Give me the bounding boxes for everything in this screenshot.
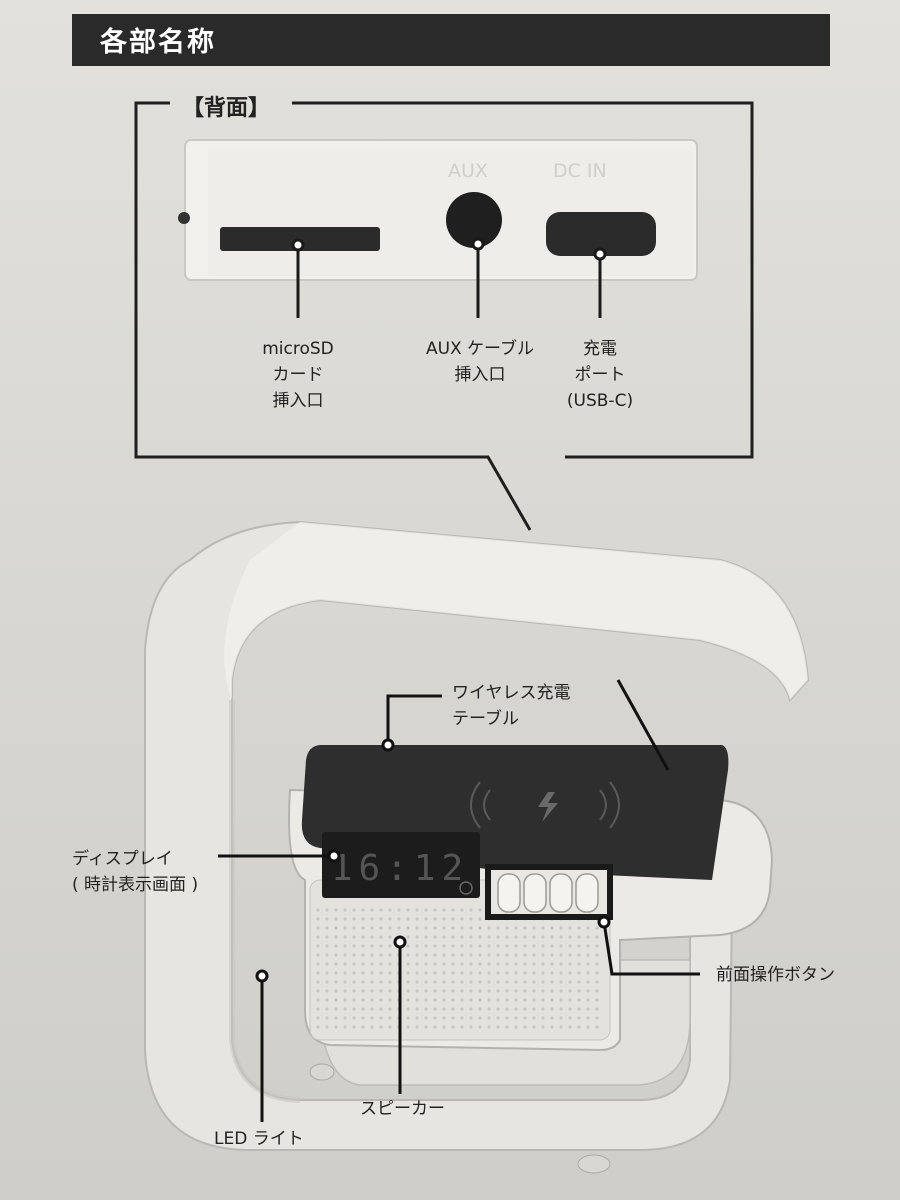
dcin-marking: DC IN [553,160,607,182]
usb-c-port [546,212,656,256]
aux-marking: AUX [448,160,488,182]
speaker-label: スピーカー [360,1099,445,1119]
device-illustration: 16:12 [144,520,810,1174]
display-label: ディスプレイ ( 時計表示画面 ) [72,849,199,895]
page-title: 各部名称 [100,27,216,58]
rear-callout-frame [134,101,754,531]
clock-digits: 16:12 [331,848,469,889]
front-buttons-label: 前面操作ボタン [716,965,835,985]
rear-panel [178,139,698,281]
wireless-charging-label: ワイヤレス充電 テーブル [452,683,571,729]
charge-port-label: 充電 ポート (USB-C) [566,339,634,411]
microsd-label: microSD カード 挿入口 [262,339,334,411]
header-bar [72,14,830,66]
foot-left [309,1063,335,1081]
rear-leader-lines [291,237,607,318]
foot-right [577,1154,611,1174]
rear-section-label: 【背面】 [178,90,275,122]
led-light-label: LED ライト [214,1129,304,1149]
wireless-charging-icon [470,781,620,829]
clock-display [322,832,480,898]
front-buttons [497,873,599,913]
aux-label: AUX ケーブル 挿入口 [425,339,535,385]
front-leader-lines [218,679,700,1122]
aux-jack [446,192,502,248]
